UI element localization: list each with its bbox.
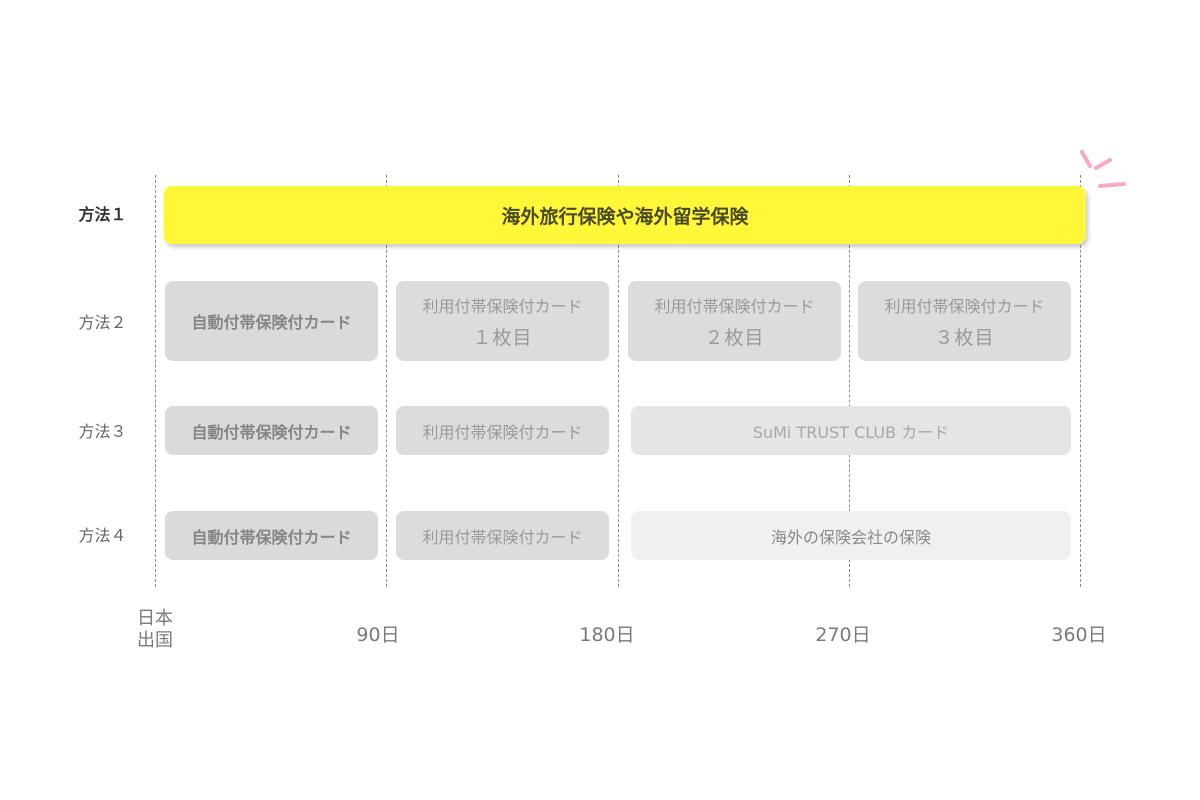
gridline-start	[155, 175, 156, 587]
gridline-180-days	[618, 175, 619, 587]
bar-usage-card-1-label: 利用付帯保険付カード	[422, 296, 583, 316]
bar-usage-card: 利用付帯保険付カード	[396, 511, 609, 560]
bar-overseas-insurer: 海外の保険会社の保険	[631, 511, 1071, 560]
bar-travel-study-insurance-label: 海外旅行保険や海外留学保険	[501, 205, 749, 228]
sparkle-icon	[1080, 150, 1126, 188]
axis-origin-line2: 出国	[137, 630, 173, 651]
bar-sumi-trust-club-card-label: SuMi TRUST CLUB カード	[752, 422, 950, 442]
bar-auto-card-label: 自動付帯保険付カード	[191, 313, 352, 332]
row-label-method-2: 方法２	[78, 313, 127, 332]
axis-origin-line1: 日本	[137, 608, 173, 629]
bar-usage-card-1-count: １枚目	[472, 326, 533, 349]
axis-tick-360: 360日	[1051, 624, 1107, 646]
bar-overseas-insurer-label: 海外の保険会社の保険	[770, 527, 931, 547]
axis-tick-90: 90日	[356, 624, 400, 646]
bar-usage-card-3: 利用付帯保険付カード ３枚目	[858, 281, 1071, 361]
bar-usage-card-1: 利用付帯保険付カード １枚目	[396, 281, 609, 361]
bar-auto-card-label: 自動付帯保険付カード	[191, 422, 352, 442]
bar-usage-card-label: 利用付帯保険付カード	[422, 422, 583, 442]
row-label-method-1: 方法１	[78, 205, 127, 224]
bar-usage-card-label: 利用付帯保険付カード	[422, 527, 583, 547]
row-label-method-4: 方法４	[78, 526, 127, 545]
bar-usage-card-2-label: 利用付帯保険付カード	[654, 296, 815, 316]
bar-usage-card-2: 利用付帯保険付カード ２枚目	[628, 281, 841, 361]
bar-auto-card-label: 自動付帯保険付カード	[191, 527, 352, 547]
bar-sumi-trust-club-card: SuMi TRUST CLUB カード	[631, 406, 1071, 455]
bar-auto-card: 自動付帯保険付カード	[165, 281, 378, 361]
axis-tick-180: 180日	[579, 624, 635, 646]
bar-travel-study-insurance: 海外旅行保険や海外留学保険	[164, 186, 1086, 244]
row-label-method-3: 方法３	[78, 422, 127, 441]
bar-auto-card: 自動付帯保険付カード	[165, 511, 378, 560]
axis-tick-270: 270日	[815, 624, 871, 646]
bar-usage-card-3-count: ３枚目	[934, 326, 995, 349]
bar-usage-card-2-count: ２枚目	[704, 326, 765, 349]
bar-usage-card: 利用付帯保険付カード	[396, 406, 609, 455]
bar-auto-card: 自動付帯保険付カード	[165, 406, 378, 455]
bar-usage-card-3-label: 利用付帯保険付カード	[884, 296, 1045, 316]
axis-origin-label: 日本 出国	[130, 608, 180, 652]
gridline-360-days	[1080, 175, 1081, 587]
gridline-270-days	[849, 175, 850, 587]
gridline-90-days	[386, 175, 387, 587]
